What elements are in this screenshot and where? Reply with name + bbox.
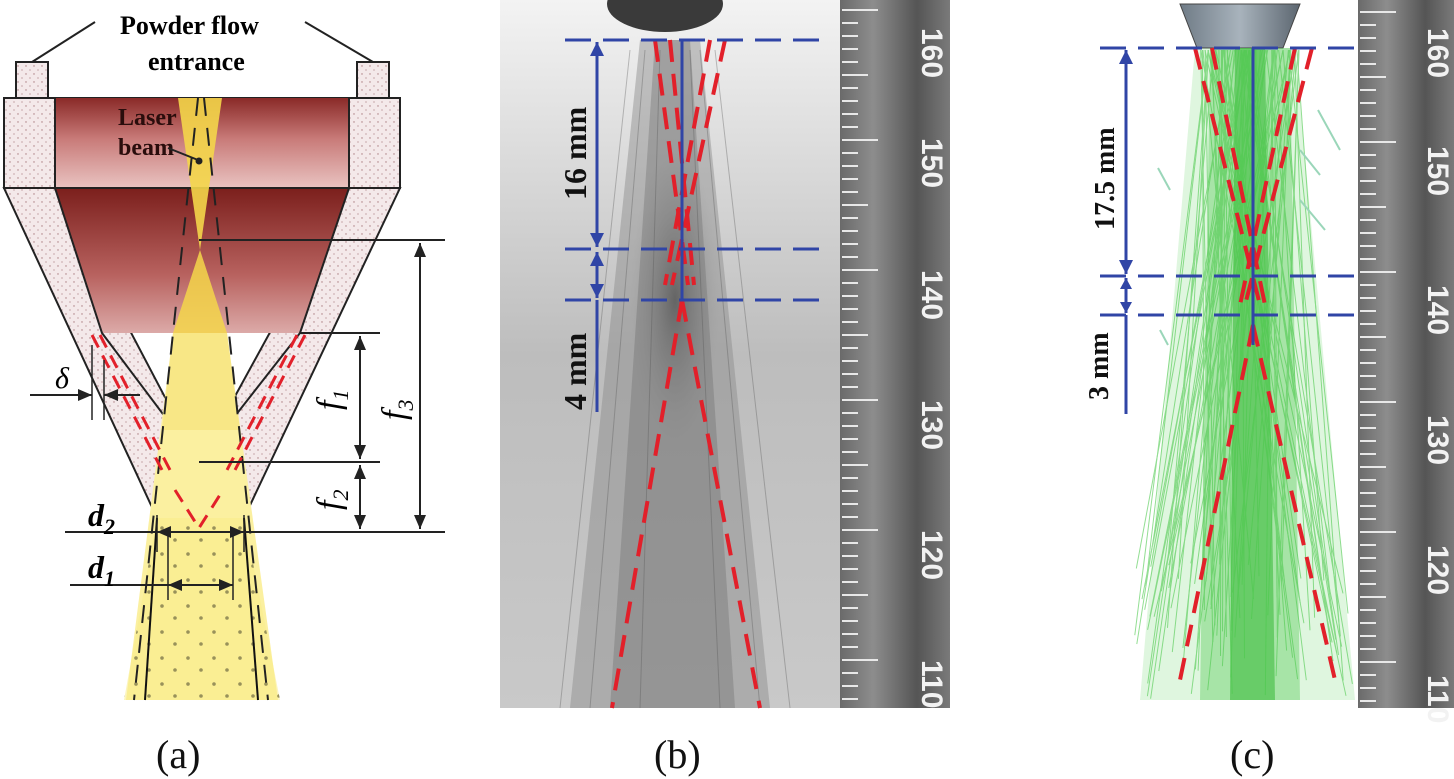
delta-label: δ (55, 362, 70, 395)
particle-trace (1202, 49, 1254, 600)
nozzle-tip-c (1179, 3, 1301, 49)
particle-trace (1168, 49, 1284, 566)
particle-trace (1222, 49, 1301, 603)
svg-text:130: 130 (915, 400, 948, 450)
d2-label: d2 (88, 497, 115, 539)
particle-trace (1135, 49, 1234, 569)
powder-trajectory-guides (90, 334, 307, 531)
nozzle-tip-b (607, 0, 723, 32)
laser-label-line1: Laser (118, 105, 177, 131)
caption-b: (b) (654, 732, 701, 777)
ruler-b-labels: 160 150 140 130 120 110 (915, 28, 948, 708)
particle-trace (1146, 49, 1245, 697)
particle-trace (1215, 49, 1343, 647)
svg-text:140: 140 (915, 270, 948, 320)
inlet-leader-left (31, 21, 96, 63)
particle-trace (1170, 49, 1284, 609)
panel-b-photo: 160 150 140 130 120 110 (500, 0, 950, 777)
reference-lines-b (565, 38, 830, 302)
f2-dimension: f2 (311, 465, 366, 529)
particle-trace (1190, 49, 1291, 564)
caption-c: (c) (1230, 732, 1274, 777)
particle-trace (1234, 49, 1275, 638)
particle-trace (1265, 49, 1331, 593)
inlet-leader-right (304, 21, 374, 63)
particle-trace (1201, 49, 1254, 564)
particle-trace (1211, 49, 1233, 694)
dim-upper-c: 17.5 mm (1090, 127, 1121, 230)
f3-label: f3 (376, 400, 418, 420)
particle-trace (1267, 49, 1292, 616)
dimension-arrows-c (1119, 50, 1133, 414)
ruler-c (1358, 0, 1454, 708)
svg-text:120: 120 (1421, 545, 1454, 595)
delta-dimension: δ (30, 345, 140, 420)
particle-trace (1134, 49, 1209, 636)
dim-lower-c: 3 mm (1084, 332, 1115, 400)
particle-trace (1249, 49, 1339, 655)
powder-inlet-right (356, 61, 390, 99)
particle-trace (1274, 49, 1311, 631)
particle-trace (1278, 49, 1341, 637)
svg-text:150: 150 (915, 138, 948, 188)
powder-guides-c (1178, 47, 1337, 681)
powder-entrance-label-line2: entrance (148, 47, 245, 76)
caption-a: (a) (156, 732, 200, 777)
particle-trace (1247, 49, 1297, 565)
laser-label-line2: beam (118, 135, 174, 161)
particle-trace (1271, 49, 1278, 598)
particle-trace (1216, 49, 1245, 636)
d1-label: d1 (88, 549, 115, 591)
particle-trace (1171, 49, 1240, 653)
svg-text:150: 150 (1421, 146, 1454, 196)
reference-lines-c (1100, 46, 1360, 317)
dim-upper-b: 16 mm (557, 106, 593, 200)
particle-trace (1145, 49, 1209, 587)
svg-text:110: 110 (1421, 675, 1454, 723)
panel-a-nozzle-schematic: f1 f2 f3 δ d2 (2, 11, 445, 777)
panel-c-simulation: 160 150 140 130 120 110 (1060, 0, 1454, 777)
particle-trace (1241, 49, 1337, 640)
svg-text:160: 160 (915, 28, 948, 78)
particle-trace (1182, 49, 1250, 648)
particle-trace (1241, 49, 1245, 659)
particle-trace (1230, 49, 1251, 678)
svg-text:110: 110 (915, 660, 948, 708)
powder-entrance-label-line1: Powder flow (120, 11, 259, 40)
particle-trace (1294, 49, 1316, 618)
particle-trace (1182, 49, 1235, 663)
laser-beam (178, 98, 222, 250)
particle-trace (1153, 49, 1291, 617)
svg-text:140: 140 (1421, 285, 1454, 335)
dimension-arrows-b (590, 42, 604, 412)
particle-trace (1288, 49, 1349, 614)
particle-trace (1168, 49, 1269, 589)
dim-lower-b: 4 mm (557, 332, 593, 410)
d1-dimension: d1 (70, 535, 234, 600)
ruler-b (840, 0, 950, 708)
particle-trace (1230, 49, 1246, 598)
svg-text:130: 130 (1421, 415, 1454, 465)
f1-label: f1 (311, 390, 353, 410)
svg-text:160: 160 (1421, 28, 1454, 78)
d2-dimension: d2 (88, 497, 245, 552)
ruler-c-labels: 160 150 140 130 120 110 (1421, 28, 1454, 723)
particle-trace (1212, 49, 1299, 680)
f3-dimension: f3 (376, 243, 426, 529)
powder-inlet-left (15, 61, 49, 99)
svg-text:120: 120 (915, 530, 948, 580)
f2-label: f2 (311, 490, 353, 510)
